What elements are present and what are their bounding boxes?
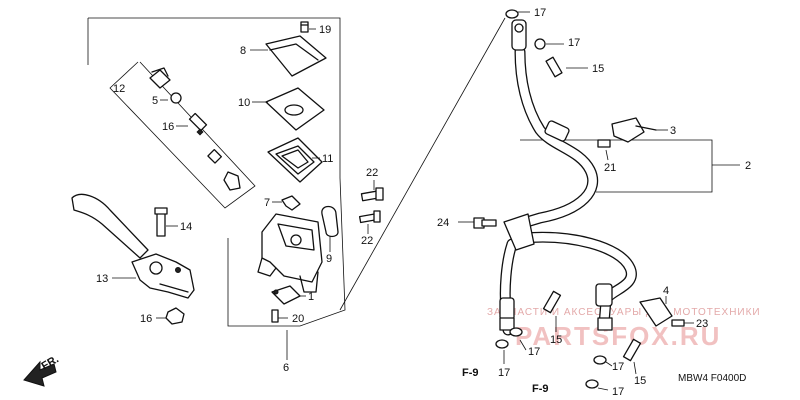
bolt-22-upper	[360, 180, 384, 202]
bolt-21	[597, 139, 611, 161]
callout-20: 20	[292, 313, 304, 325]
piston-set-12	[149, 67, 241, 191]
callout-17-left: 17	[498, 367, 510, 379]
callout-1: 1	[308, 291, 314, 303]
watermark-tagline: ЗАПЧАСТИ И АКСЕССУАРЫ ДЛЯ МОТОТЕХНИКИ	[487, 307, 761, 318]
callout-labels: 19 8 10 11 7 9 1 20 6 12 5 16 14 13 16 2…	[96, 7, 751, 398]
callout-9: 9	[326, 253, 332, 265]
callout-17-top: 17	[534, 7, 546, 19]
clamp-9	[321, 205, 339, 252]
callout-22-upper: 22	[366, 167, 378, 179]
brake-hose-right	[518, 231, 637, 330]
front-direction-arrow	[23, 360, 57, 387]
hose-fittings	[499, 19, 613, 331]
callout-24: 24	[437, 217, 449, 229]
diaphragm-plate-10	[252, 87, 325, 131]
screw-19	[300, 21, 316, 33]
callout-23: 23	[696, 318, 708, 330]
assembly-outline-12	[109, 61, 256, 209]
callout-12: 12	[113, 83, 125, 95]
callout-15-lower: 15	[634, 375, 646, 387]
nut-16	[156, 307, 185, 325]
banjo-bolts-15	[542, 56, 642, 375]
callout-15-middle: 15	[550, 334, 562, 346]
reference-f9-bottom: F-9	[532, 383, 549, 395]
callout-16-lower: 16	[140, 313, 152, 325]
pivot-bolt-14	[154, 207, 178, 237]
brake-switch-1	[271, 285, 306, 305]
screw-20	[271, 309, 288, 323]
callout-10: 10	[238, 97, 250, 109]
master-cylinder-body	[257, 213, 323, 293]
callout-14: 14	[180, 221, 192, 233]
callout-17-right: 17	[612, 361, 624, 373]
callout-17-middle: 17	[528, 346, 540, 358]
callout-4: 4	[663, 285, 669, 297]
callout-17-second: 17	[568, 37, 580, 49]
reference-f9-left: F-9	[462, 367, 479, 379]
bracket-7	[272, 195, 301, 211]
diaphragm-11	[267, 137, 323, 183]
brake-hose-upper	[514, 46, 599, 230]
callout-2: 2	[745, 160, 751, 172]
callout-8: 8	[240, 45, 246, 57]
direction-marker: FR.	[40, 353, 61, 372]
callout-19: 19	[319, 24, 331, 36]
assembly-outline-6	[87, 17, 346, 327]
callout-11: 11	[322, 153, 333, 165]
callout-21: 21	[604, 162, 616, 174]
watermark-brand: PARTSFOX.RU	[515, 321, 721, 351]
callout-6: 6	[283, 362, 289, 374]
callout-15-upper: 15	[592, 63, 604, 75]
bolt-24	[458, 217, 497, 229]
callout-7: 7	[264, 197, 270, 209]
callout-3: 3	[670, 125, 676, 137]
washers-17	[495, 9, 613, 391]
callout-22-lower: 22	[361, 235, 373, 247]
callout-13: 13	[96, 273, 108, 285]
bolt-22-lower	[358, 210, 381, 234]
diagram-code: MBW4 F0400D	[678, 373, 746, 384]
callout-5: 5	[152, 95, 158, 107]
hose-clamp-3	[611, 117, 668, 143]
bracket-4-23	[639, 296, 694, 327]
reservoir-cap-8	[250, 35, 327, 77]
brake-lever-13	[71, 193, 195, 299]
callout-17-bottom: 17	[612, 386, 624, 398]
watermark: ЗАПЧАСТИ И АКСЕССУАРЫ ДЛЯ МОТОТЕХНИКИ PA…	[487, 307, 761, 351]
callout-16-upper: 16	[162, 121, 174, 133]
assembly-outline-2	[339, 17, 740, 311]
reference-labels: F-9 F-9 FR. MBW4 F0400D	[40, 353, 747, 395]
